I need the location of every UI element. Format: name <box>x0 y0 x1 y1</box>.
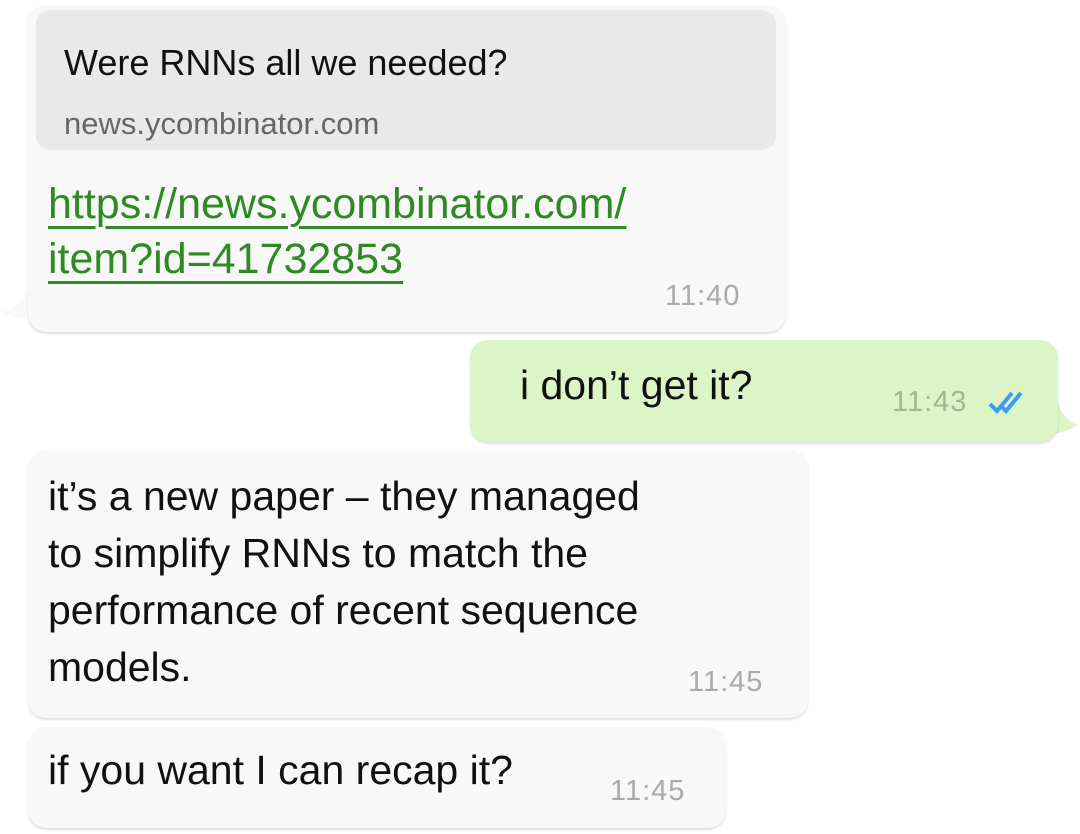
message-incoming[interactable]: it’s a new paper – they managed to simpl… <box>28 450 808 718</box>
message-time: 11:45 <box>688 666 764 698</box>
message-text: if you want I can recap it? <box>48 747 513 793</box>
message-time: 11:43 <box>892 386 968 418</box>
message-line: performance of recent sequence <box>48 587 639 633</box>
message-incoming[interactable]: if you want I can recap it? 11:45 <box>28 727 726 828</box>
preview-domain: news.ycombinator.com <box>64 106 380 141</box>
preview-title: Were RNNs all we needed? <box>64 42 508 83</box>
message-line: models. <box>48 644 192 690</box>
message-link-line-2[interactable]: item?id=41732853 <box>48 235 404 283</box>
message-outgoing[interactable]: i don’t get it? 11:43 <box>470 340 1058 442</box>
message-time: 11:40 <box>665 280 741 312</box>
message-incoming-link[interactable]: Were RNNs all we needed? news.ycombinato… <box>28 5 786 332</box>
link-preview[interactable]: Were RNNs all we needed? news.ycombinato… <box>36 10 776 150</box>
double-check-icon <box>988 391 1023 414</box>
message-line: to simplify RNNs to match the <box>48 530 588 576</box>
message-line: it’s a new paper – they managed <box>48 473 640 519</box>
message-text: i don’t get it? <box>520 362 753 408</box>
message-time: 11:45 <box>610 775 686 807</box>
message-link-line-1[interactable]: https://news.ycombinator.com/ <box>48 180 627 228</box>
